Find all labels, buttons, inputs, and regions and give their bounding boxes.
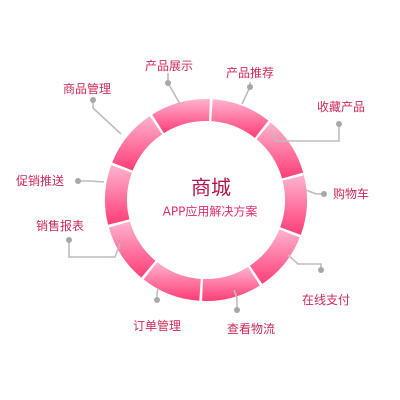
- label-promotion-push: 促销推送: [15, 174, 65, 188]
- label-product-recommend: 产品推荐: [225, 66, 275, 80]
- leader-favorite-products: [270, 124, 340, 142]
- leader-promotion-push-dot: [75, 178, 81, 184]
- leader-online-payment: [287, 254, 322, 270]
- leader-sales-report-dot: [66, 237, 72, 243]
- leader-product-recommend-dot: [247, 84, 253, 90]
- segment-product-management: [108, 221, 156, 278]
- label-product-management: 商品管理: [62, 82, 112, 96]
- segment-product-display: [105, 165, 132, 225]
- label-shopping-cart: 购物车: [332, 187, 370, 201]
- center-subtitle: APP应用解决方案: [162, 204, 258, 219]
- leader-shopping-cart-dot: [321, 191, 327, 197]
- leader-view-logistics-dot: [234, 307, 240, 313]
- leader-promotion-push: [78, 180, 105, 183]
- segment-sales-report: [202, 266, 260, 301]
- segment-view-logistics: [280, 175, 307, 235]
- segment-product-recommend: [112, 116, 163, 171]
- leader-product-display-dot: [165, 80, 171, 86]
- label-online-payment: 在线支付: [301, 293, 351, 307]
- segment-shopping-cart: [211, 99, 269, 138]
- leader-product-management-dot: [90, 97, 96, 103]
- segment-order-management: [249, 229, 300, 284]
- label-order-management: 订单管理: [132, 319, 182, 333]
- segment-online-payment: [256, 122, 304, 179]
- leader-sales-report: [68, 240, 121, 258]
- leader-product-management: [92, 100, 122, 135]
- label-view-logistics: 查看物流: [226, 322, 276, 336]
- segment-promotion-push: [143, 262, 201, 301]
- label-product-display: 产品展示: [144, 59, 194, 73]
- label-sales-report: 销售报表: [35, 219, 85, 233]
- leader-order-management-dot: [154, 297, 160, 303]
- leader-product-display: [167, 73, 181, 105]
- center-title: 商城: [191, 175, 231, 200]
- leader-view-logistics: [233, 289, 238, 310]
- leader-online-payment-dot: [318, 267, 324, 273]
- segment-favorite-products: [152, 99, 210, 134]
- label-favorite-products: 收藏产品: [316, 100, 366, 114]
- leader-favorite-products-dot: [336, 121, 342, 127]
